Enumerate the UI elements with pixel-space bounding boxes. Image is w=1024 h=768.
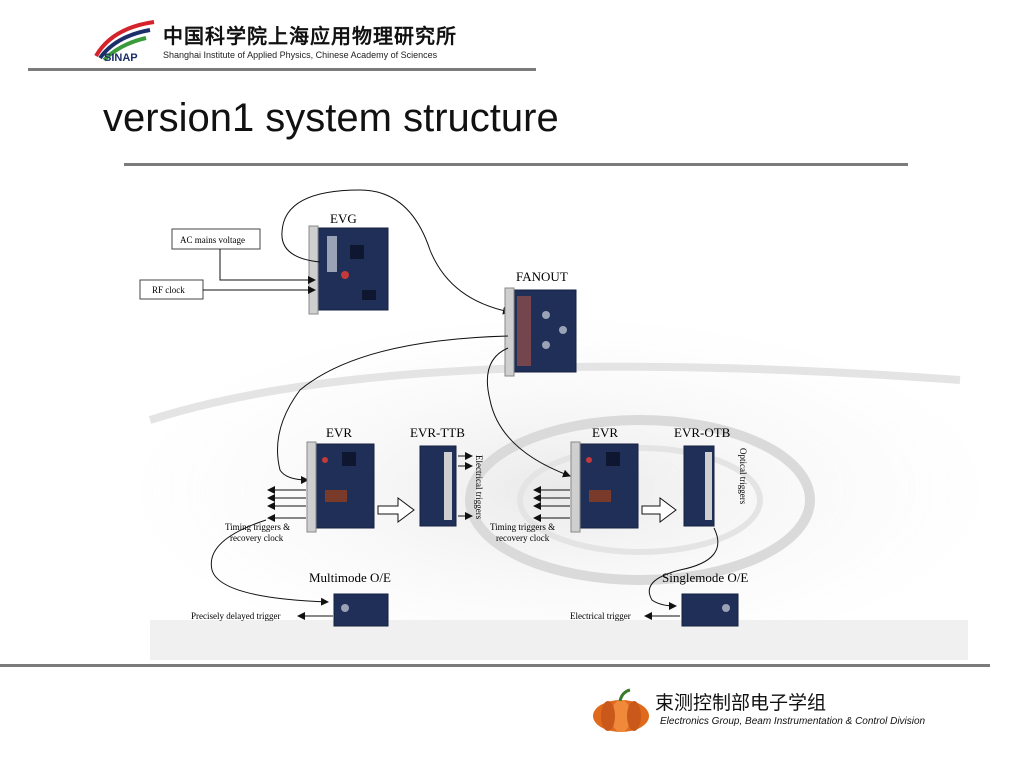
institute-name-en: Shanghai Institute of Applied Physics, C… — [163, 50, 438, 60]
timing-right-line2: recovery clock — [496, 533, 550, 543]
fanout-to-evr-right — [486, 347, 571, 478]
rf-input-label: RF clock — [152, 285, 185, 295]
title-rule — [124, 163, 908, 166]
delayed-trigger-label: Precisely delayed trigger — [191, 611, 280, 621]
evr-ttb-label: EVR-TTB — [410, 425, 465, 440]
evr-left-to-multimode — [210, 519, 329, 606]
group-name-en: Electronics Group, Beam Instrumentation … — [660, 716, 926, 727]
evr-otb-label: EVR-OTB — [674, 425, 731, 440]
fanout-label: FANOUT — [516, 269, 568, 284]
optical-triggers-label: Optical triggers — [738, 448, 748, 505]
fanout-to-evr-left — [277, 335, 509, 484]
header-rule — [28, 68, 536, 71]
evg-label: EVG — [330, 211, 357, 226]
electrical-trigger-label: Electrical trigger — [570, 611, 631, 621]
ac-input-box — [171, 228, 261, 250]
electrical-triggers-label: Electrical triggers — [474, 455, 484, 520]
ac-input-label: AC mains voltage — [180, 235, 245, 245]
pumpkin-logo — [593, 688, 649, 732]
ac-to-evg-arrow — [219, 249, 316, 284]
group-name-cn: 束测控制部电子学组 — [655, 692, 827, 714]
evr-right-board — [570, 441, 639, 533]
evr-left-label: EVR — [326, 425, 352, 440]
evr-right-to-otb-arrow — [641, 497, 677, 523]
singlemode-board — [681, 593, 739, 627]
singlemode-label: Singlemode O/E — [662, 570, 748, 585]
sinap-logo — [94, 20, 155, 62]
slide-title: version1 system structure — [103, 96, 559, 140]
footer-rule — [0, 664, 990, 667]
evr-left-board — [306, 441, 375, 533]
evr-left-to-ttb-arrow — [377, 497, 415, 523]
evr-right-label: EVR — [592, 425, 618, 440]
otb-to-singlemode — [648, 527, 719, 610]
evg-to-fanout-connection — [281, 189, 511, 315]
logo-text: SINAP — [104, 52, 138, 64]
timing-right-line1: Timing triggers & — [490, 522, 555, 532]
multimode-label: Multimode O/E — [309, 570, 391, 585]
timing-left-line2: recovery clock — [230, 533, 284, 543]
evg-board — [308, 225, 389, 315]
institute-name-cn: 中国科学院上海应用物理研究所 — [163, 24, 457, 48]
fanout-board — [504, 287, 577, 377]
evr-otb-board — [683, 445, 715, 527]
timing-left-line1: Timing triggers & — [225, 522, 290, 532]
evr-ttb-board — [419, 445, 457, 527]
